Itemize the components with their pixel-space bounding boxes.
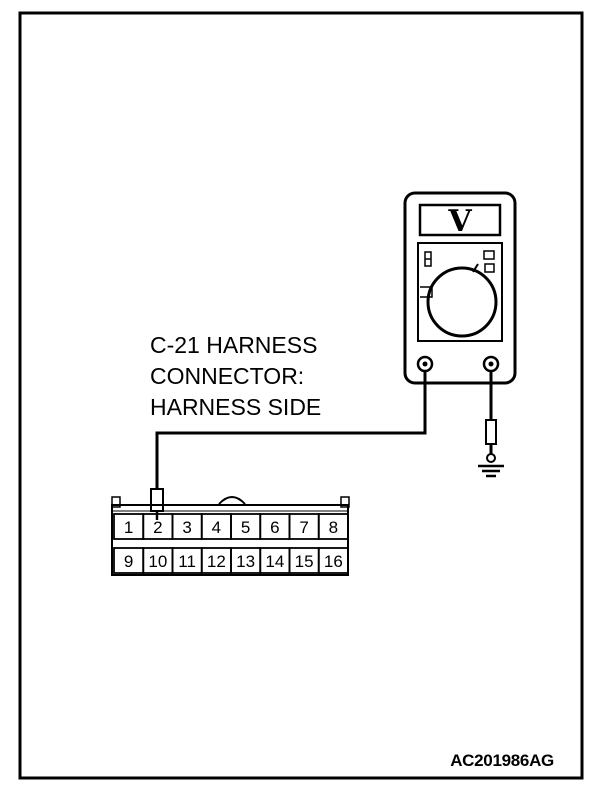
- connector-label-line-2: CONNECTOR:: [150, 363, 305, 389]
- voltmeter-panel: [417, 242, 503, 342]
- voltmeter-dial: [426, 266, 498, 338]
- pin-label-3: 3: [182, 518, 191, 537]
- voltmeter-range-mark: [420, 286, 433, 298]
- connector-label-line-1: C-21 HARNESS: [150, 332, 318, 358]
- ground-lead-clip: [485, 419, 497, 445]
- ground-lead-ring: [486, 453, 496, 463]
- connector-label-line-3: HARNESS SIDE: [150, 394, 322, 420]
- pin-label-16: 16: [324, 552, 343, 571]
- connector-left-clip: [111, 496, 121, 508]
- pin-label-8: 8: [329, 518, 338, 537]
- pin-label-1: 1: [124, 518, 133, 537]
- ground-symbol: [478, 464, 504, 478]
- probe-wire: [155, 371, 427, 489]
- figure-frame: [18, 11, 584, 780]
- voltmeter-indicator-top: [483, 250, 495, 260]
- voltmeter-negative-terminal-core: [488, 361, 494, 367]
- pin-label-10: 10: [148, 552, 167, 571]
- pin-label-15: 15: [295, 552, 314, 571]
- voltmeter-dial-pointer: [472, 263, 479, 273]
- pin-top-cell-8: [317, 513, 349, 540]
- connector-housing: [111, 504, 349, 576]
- connector-bottom-row: 9 10 11 12 13 14 15 16: [113, 547, 349, 574]
- pin-label-13: 13: [236, 552, 255, 571]
- voltmeter: V: [403, 191, 517, 385]
- pin-label-6: 6: [270, 518, 279, 537]
- voltmeter-positive-terminal-core: [422, 361, 428, 367]
- pin-label-12: 12: [207, 552, 226, 571]
- connector-lock-tab: [218, 496, 246, 505]
- voltmeter-display: [418, 203, 502, 237]
- pin-label-9: 9: [124, 552, 133, 571]
- pin-bottom-cell-16: [317, 547, 349, 574]
- figure-code: AC201986AG: [450, 751, 554, 770]
- pin-label-2: 2: [153, 518, 162, 537]
- pin-label-14: 14: [265, 552, 284, 571]
- connector-right-clip: [340, 496, 350, 508]
- voltmeter-unit: V: [447, 204, 472, 239]
- voltmeter-indicator-bottom: [484, 263, 495, 273]
- pin-label-7: 7: [299, 518, 308, 537]
- voltmeter-body: [403, 191, 517, 385]
- probe-tip: [150, 488, 164, 512]
- connector-top-row: 1 2 3 4 5 6 7 8: [113, 513, 349, 540]
- pin-label-4: 4: [212, 518, 221, 537]
- pin-label-5: 5: [241, 518, 250, 537]
- pin-label-11: 11: [178, 552, 196, 571]
